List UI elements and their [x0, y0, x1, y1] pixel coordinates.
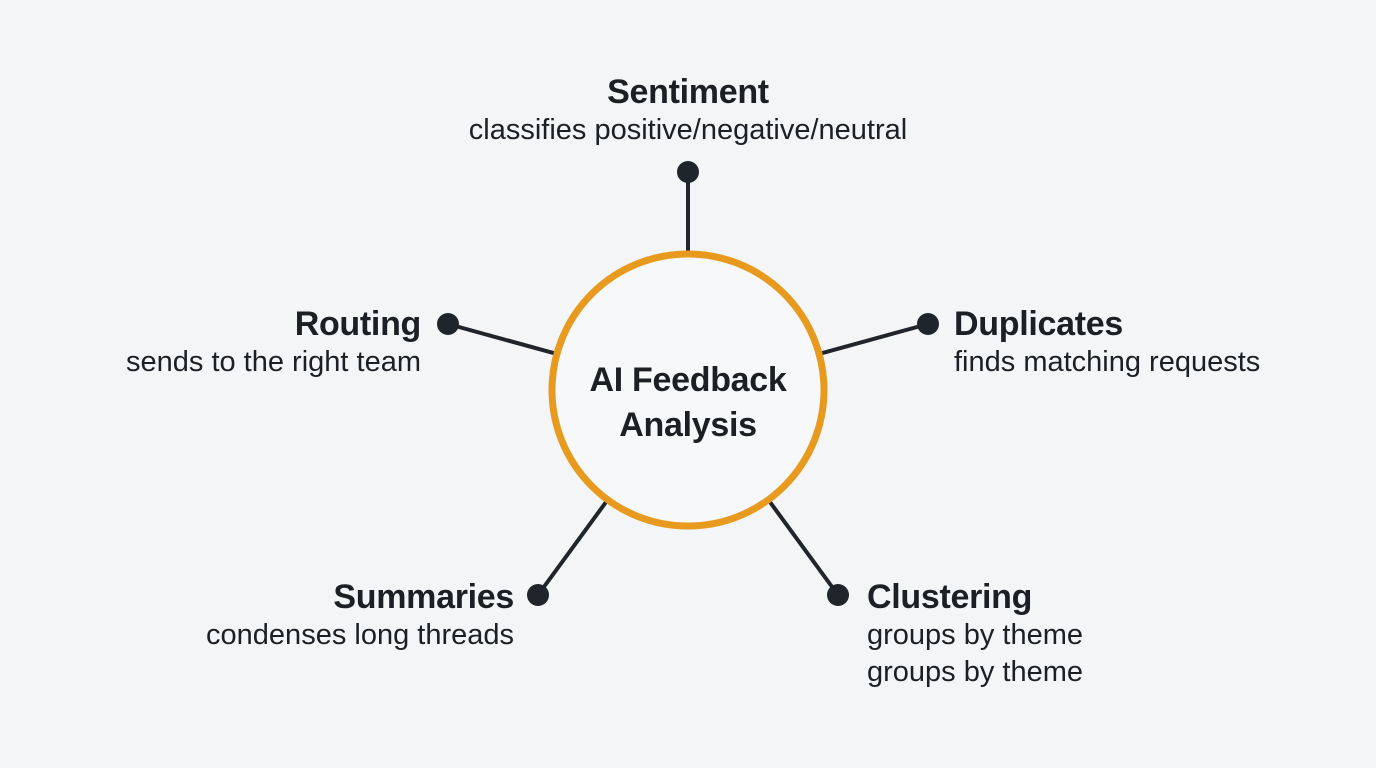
connector-clustering [766, 498, 840, 597]
node-description: finds matching requests [954, 346, 1261, 378]
node-sentiment: Sentiment classifies positive/negative/n… [388, 72, 988, 149]
node-description: classifies positive/negative/neutral [468, 114, 908, 146]
connector-routing [447, 322, 558, 356]
node-dot-summaries [527, 584, 549, 606]
node-title: Summaries [333, 578, 514, 616]
connector-summaries [536, 498, 610, 597]
node-dot-duplicates [917, 313, 939, 335]
node-title: Sentiment [607, 73, 769, 111]
node-dot-clustering [827, 584, 849, 606]
node-routing: Routing sends to the right team [126, 304, 421, 381]
node-description: groups by theme [867, 656, 1084, 688]
node-clustering: Clustering groups by theme groups by the… [867, 577, 1083, 691]
hub-title: AI Feedback Analysis [548, 358, 828, 448]
hub-title-line-1: AI Feedback [589, 361, 787, 399]
hub-title-line-2: Analysis [619, 406, 757, 444]
node-duplicates: Duplicates finds matching requests [954, 304, 1260, 381]
node-title: Duplicates [954, 305, 1123, 343]
node-summaries: Summaries condenses long threads [206, 577, 514, 654]
hub-ring [548, 250, 828, 530]
node-title: Routing [294, 305, 422, 343]
connectors [437, 161, 939, 606]
node-dot-routing [437, 313, 459, 335]
connector-duplicates [818, 322, 929, 356]
node-description: groups by theme [867, 619, 1084, 651]
node-description: sends to the right team [126, 346, 421, 378]
node-title: Clustering [867, 578, 1033, 616]
node-dot-sentiment [677, 161, 699, 183]
node-description: condenses long threads [206, 619, 514, 651]
